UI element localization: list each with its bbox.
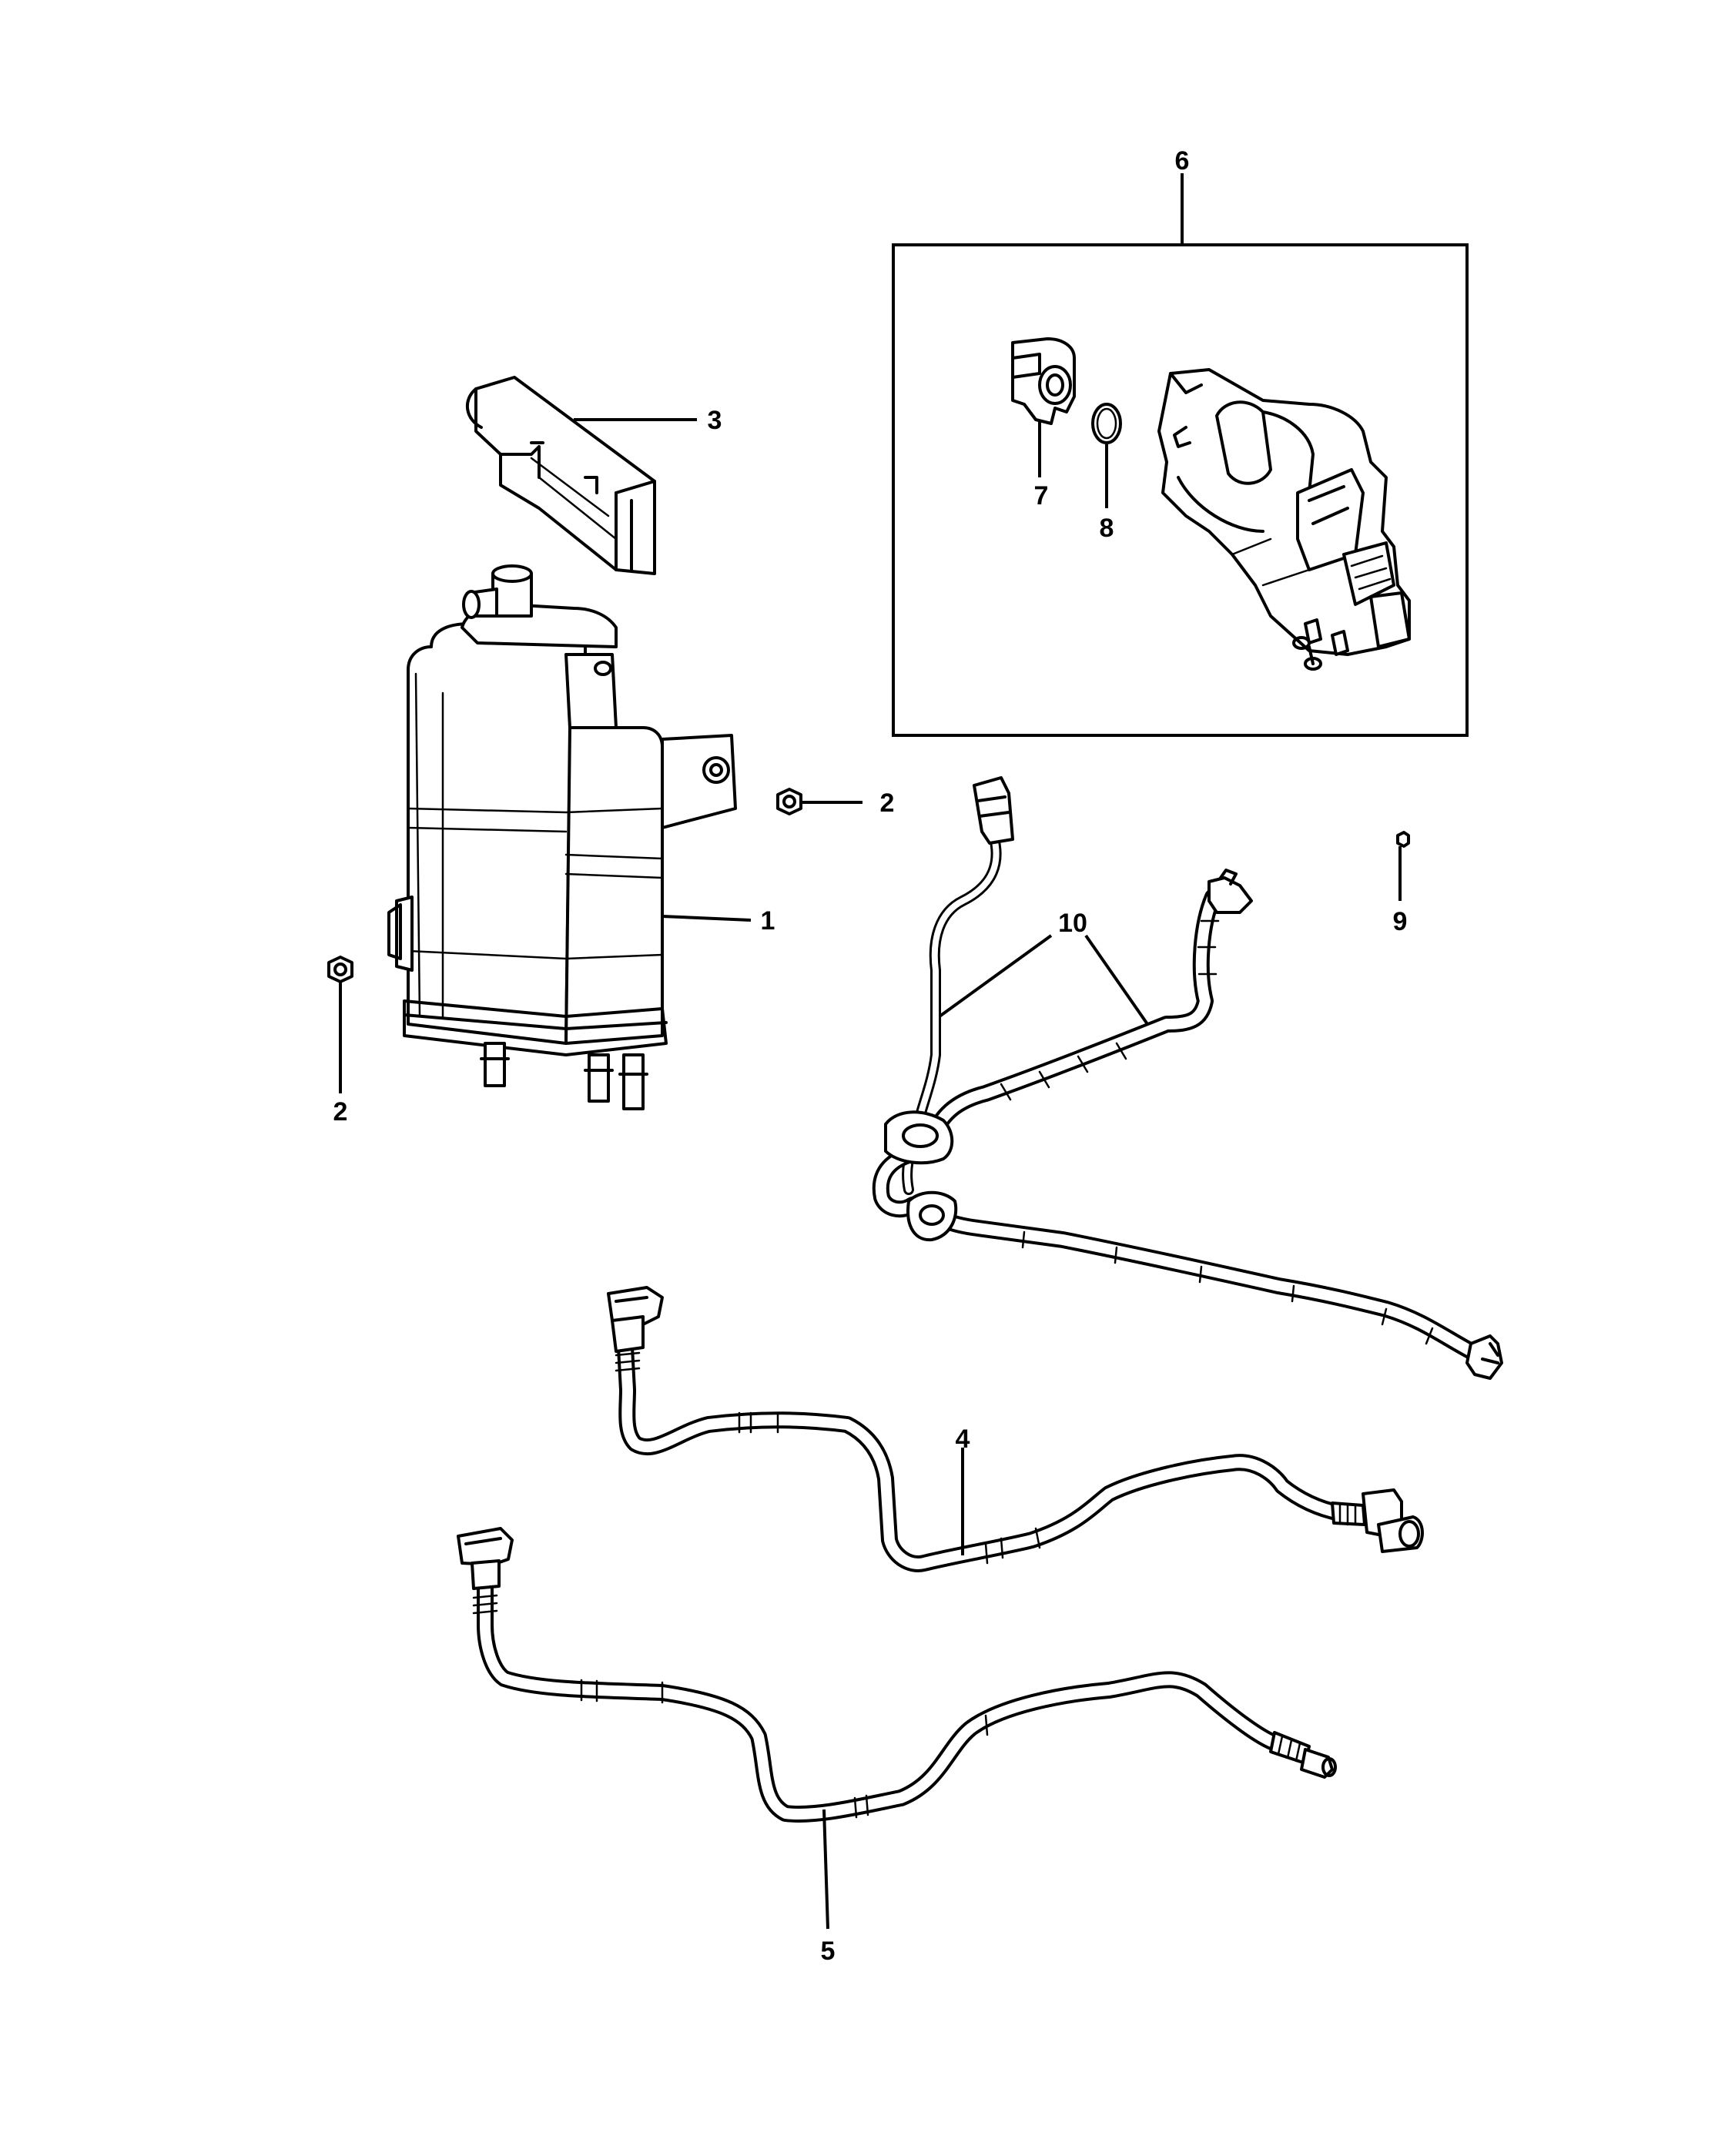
callout-labels: 6 3 7 8 2 1 9 10 2 4 5 <box>333 146 1408 1966</box>
callout-10: 10 <box>1058 909 1087 938</box>
callout-2-lower: 2 <box>333 1097 348 1127</box>
leader-lines <box>339 173 1402 1930</box>
part-2-nut-lower <box>327 956 353 983</box>
part-6-assembly-box <box>892 243 1469 737</box>
callout-1: 1 <box>761 906 775 936</box>
callout-2-upper: 2 <box>880 788 895 818</box>
callout-6: 6 <box>1175 146 1190 176</box>
callout-4: 4 <box>956 1424 970 1454</box>
callout-9: 9 <box>1393 907 1408 936</box>
callout-3: 3 <box>708 406 722 435</box>
valve-assembly <box>1157 368 1411 671</box>
part-3-shield <box>465 376 656 575</box>
part-5-hose <box>457 1527 1337 1823</box>
part-1-canister <box>387 564 737 1110</box>
part-10-wiring-harness <box>872 776 1503 1380</box>
callout-7: 7 <box>1034 481 1049 511</box>
callout-8: 8 <box>1100 514 1114 543</box>
part-8-o-ring <box>1091 403 1122 444</box>
callout-5: 5 <box>821 1937 836 1966</box>
part-4-hose <box>607 1286 1424 1572</box>
part-7-sensor <box>1011 337 1076 425</box>
part-9-fastener <box>1396 831 1410 848</box>
part-2-nut-upper <box>776 788 802 815</box>
